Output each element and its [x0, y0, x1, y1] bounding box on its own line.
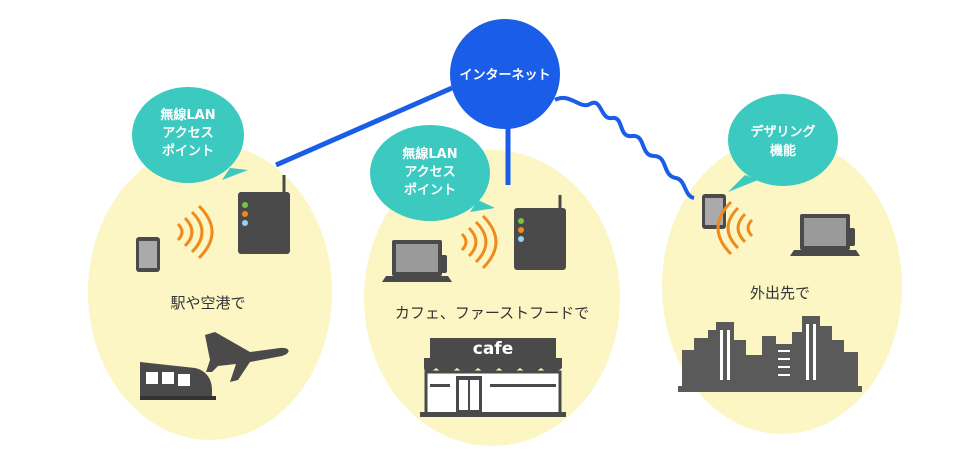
- callout-3-line-1: デザリング: [750, 124, 815, 140]
- smartphone-icon: [136, 237, 160, 272]
- zone-2-caption: カフェ、ファーストフードで: [395, 304, 589, 322]
- callout-2-line-3: ポイント: [404, 182, 456, 198]
- cafe-storefront-icon: cafe: [420, 338, 566, 417]
- callout-1-line-2: アクセス: [162, 126, 213, 141]
- callout-zone-2: 無線LAN アクセス ポイント: [370, 125, 495, 221]
- callout-zone-3: デザリング 機能: [728, 94, 838, 192]
- zone-3-caption: 外出先で: [750, 284, 810, 302]
- internet-label: インターネット: [459, 68, 550, 83]
- internet-node: インターネット: [450, 19, 560, 129]
- wifi-signal-icon: [460, 214, 498, 270]
- laptop-icon: [382, 240, 452, 282]
- train-icon: [140, 362, 216, 400]
- wifi-signal-icon: [176, 204, 214, 260]
- callout-3-line-2: 機能: [770, 143, 796, 159]
- callout-1-line-1: 無線LAN: [160, 107, 215, 123]
- callout-zone-1: 無線LAN アクセス ポイント: [132, 87, 248, 183]
- connection-wave-zone-3: [554, 96, 695, 200]
- laptop-icon: [790, 214, 860, 256]
- zone-1-caption: 駅や空港で: [170, 294, 245, 312]
- cafe-sign: cafe: [473, 339, 513, 359]
- callout-1-line-3: ポイント: [162, 143, 214, 159]
- wifi-signal-icon: [716, 200, 754, 256]
- router-icon: [514, 195, 566, 270]
- callout-2-line-2: アクセス: [404, 165, 455, 180]
- city-skyline-icon: [678, 316, 862, 392]
- router-icon: [238, 175, 290, 254]
- connection-line-zone-1: [274, 85, 454, 168]
- callout-2-line-1: 無線LAN: [402, 146, 457, 162]
- airplane-icon: [205, 332, 289, 382]
